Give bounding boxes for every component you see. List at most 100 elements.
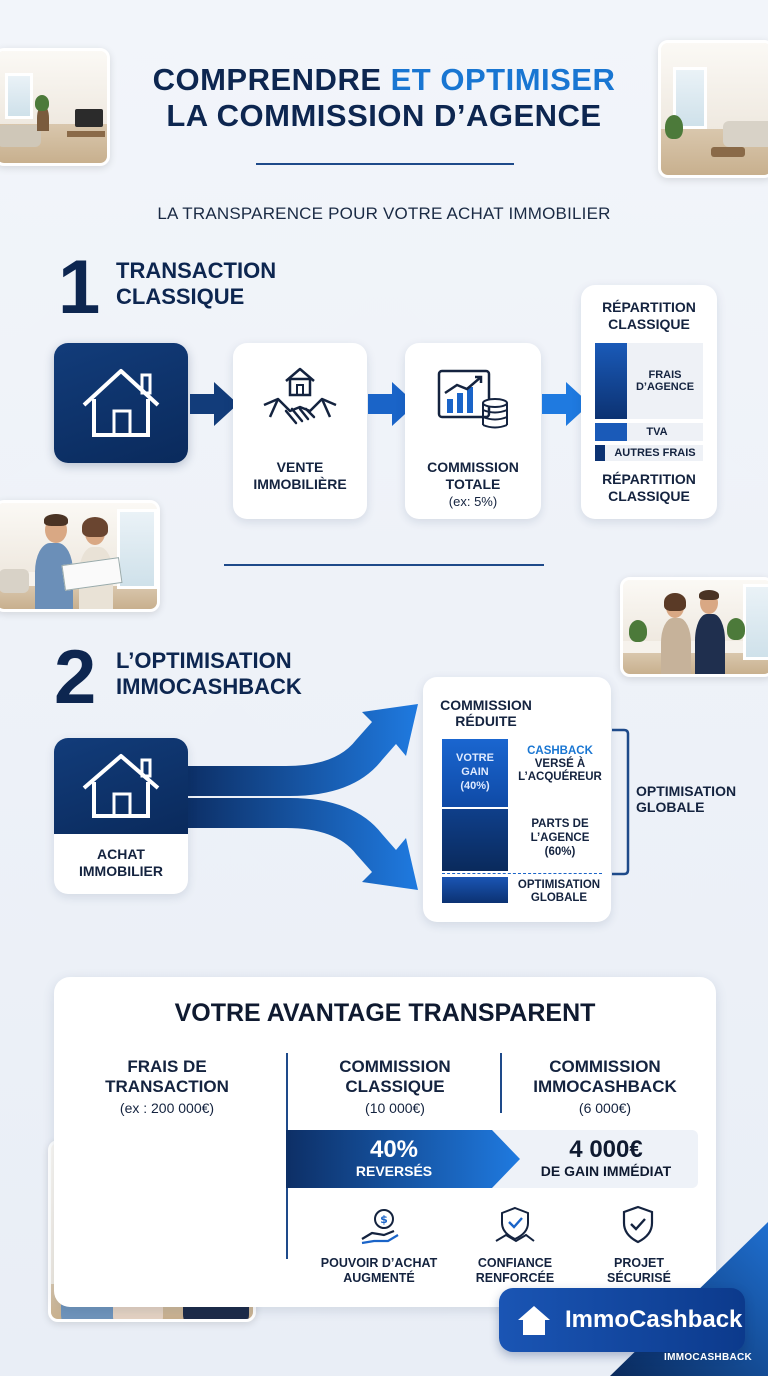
breakdown-card: RÉPARTITION CLASSIQUE FRAIS D’AGENCE TVA… (581, 285, 717, 519)
benefit-3-line1: PROJET (613, 1256, 664, 1270)
col-classic-sub: (10 000€) (365, 1100, 425, 1116)
segment-agency-bg (627, 343, 703, 419)
breakdown-footer-line1: RÉPARTITION (602, 471, 696, 487)
house-logo-icon (518, 1306, 550, 1335)
segment-tva-bg (627, 423, 703, 441)
brand-small: IMMOCASHBACK (664, 1352, 753, 1363)
reduced-title: COMMISSION RÉDUITE (431, 697, 541, 729)
benefit-secure: PROJET SÉCURISÉ (574, 1256, 704, 1286)
global-side-line1: OPTIMISATION (636, 783, 737, 799)
dashed-divider (442, 873, 602, 874)
agency-segment (442, 809, 508, 871)
purchase-card: ACHAT IMMOBILIER (54, 738, 188, 894)
flow-arrow-3 (542, 382, 590, 426)
advantage-title: VOTRE AVANTAGE TRANSPARENT (174, 999, 596, 1027)
column-divider-2 (500, 1053, 502, 1113)
col-classic-line2: CLASSIQUE (345, 1077, 445, 1096)
section1-title-line2: CLASSIQUE (116, 284, 245, 309)
flow-arrow-1 (190, 382, 238, 426)
global-segment (442, 877, 508, 903)
col-transaction-head: FRAIS DE TRANSACTION (72, 1057, 262, 1097)
segment-other-bar (595, 445, 605, 461)
sale-card: VENTE IMMOBILIÈRE (233, 343, 367, 519)
gain-arrow (286, 1130, 520, 1188)
col-immocashback-sub: (6 000€) (578, 1100, 632, 1116)
photo-couple-plan (0, 500, 160, 612)
flow-arrow-2 (368, 382, 416, 426)
cashback-line2: VERSÉ À (534, 758, 586, 770)
benefit-2-line1: CONFIANCE (477, 1256, 553, 1270)
title-part2: ET OPTIMISER (390, 62, 616, 97)
page-title: COMPRENDRE ET OPTIMISER LA COMMISSION D’… (110, 62, 658, 134)
sale-label-line2: IMMOBILIÈRE (253, 476, 347, 492)
subtitle: LA TRANSPARENCE POUR VOTRE ACHAT IMMOBIL… (157, 204, 611, 223)
global-bottom-label: OPTIMISATION GLOBALE (511, 879, 607, 905)
cashback-line1: CASHBACK (527, 745, 593, 757)
gain-label: VOTRE GAIN (40%) (442, 751, 508, 793)
title-divider (256, 163, 514, 165)
section-divider (224, 564, 544, 566)
segment-other-bg (605, 445, 703, 461)
photo-living-room-right (658, 40, 768, 178)
purchase-label-line1: ACHAT (97, 846, 145, 862)
amount-label: DE GAIN IMMÉDIAT (540, 1163, 672, 1179)
segment-agency-label: FRAIS D’AGENCE (627, 369, 703, 393)
breakdown-footer: RÉPARTITION CLASSIQUE (581, 471, 717, 505)
breakdown-title-line1: RÉPARTITION (602, 299, 696, 315)
cashback-label: CASHBACK VERSÉ À L’ACQUÉREUR (513, 745, 607, 784)
sale-label-line1: VENTE (276, 459, 324, 475)
col-immocashback-line1: COMMISSION (549, 1057, 661, 1076)
amount-value: 4 000€ (569, 1136, 643, 1163)
chart-coins-icon (437, 369, 508, 429)
percent-value: 40% (369, 1136, 419, 1163)
benefit-trust: CONFIANCE RENFORCÉE (450, 1256, 580, 1286)
section2-number: 2 (54, 635, 97, 720)
svg-text:$: $ (380, 1213, 388, 1226)
house-card (54, 343, 188, 463)
benefit-1-line2: AUGMENTÉ (343, 1271, 415, 1285)
agency-line2: L’AGENCE (530, 832, 590, 844)
global-side-label: OPTIMISATION GLOBALE (636, 783, 756, 815)
purchase-label: ACHAT IMMOBILIER (54, 846, 188, 880)
gain-line2: GAIN (461, 766, 489, 778)
section2-title-line2: IMMOCASHBACK (116, 674, 302, 699)
bracket (612, 728, 630, 876)
col-transaction-line1: FRAIS DE (127, 1057, 207, 1076)
brand-name: ImmoCashback (565, 1306, 743, 1333)
section1-number: 1 (58, 245, 101, 330)
section1-title: TRANSACTION CLASSIQUE (116, 258, 276, 310)
commission-note: (ex: 5%) (448, 494, 498, 509)
house-handshake-icon (263, 367, 337, 425)
title-line2: LA COMMISSION D’AGENCE (166, 98, 602, 133)
breakdown-footer-line2: CLASSIQUE (608, 488, 690, 504)
segment-other-label: AUTRES FRAIS (614, 447, 696, 459)
agency-line3: (60%) (544, 846, 576, 858)
section2-title-line1: L’OPTIMISATION (116, 648, 292, 673)
shield-handshake-icon (495, 1206, 535, 1243)
global-bottom-line2: GLOBALE (530, 892, 588, 904)
benefit-2-line2: RENFORCÉE (475, 1271, 555, 1285)
agency-line1: PARTS DE (531, 818, 589, 830)
benefit-3-line2: SÉCURISÉ (607, 1271, 671, 1285)
segment-tva-label: TVA (646, 426, 668, 438)
split-arrows (186, 704, 418, 890)
shield-check-icon (622, 1205, 654, 1244)
purchase-label-line2: IMMOBILIER (79, 863, 163, 879)
benefit-purchasing-power: POUVOIR D’ACHAT AUGMENTÉ (304, 1256, 454, 1286)
gain-line1: VOTRE (456, 752, 494, 764)
hand-money-icon: $ (361, 1209, 399, 1245)
percent-block: 40% REVERSÉS (306, 1136, 482, 1180)
house-icon (82, 754, 160, 818)
photo-agent-client (620, 577, 768, 677)
sale-label: VENTE IMMOBILIÈRE (233, 459, 367, 493)
gain-segment (442, 739, 508, 807)
section2-title: L’OPTIMISATION IMMOCASHBACK (116, 648, 302, 700)
title-part1: COMPRENDRE (152, 62, 391, 97)
brand-badge[interactable]: ImmoCashback (499, 1288, 745, 1352)
commission-label: COMMISSION TOTALE (ex: 5%) (405, 459, 541, 510)
segment-tva-bar (595, 423, 627, 441)
segment-agency-bar (595, 343, 627, 419)
col-transaction-line2: TRANSACTION (105, 1077, 229, 1096)
house-icon (82, 369, 160, 437)
photo-living-room-left (0, 48, 110, 166)
